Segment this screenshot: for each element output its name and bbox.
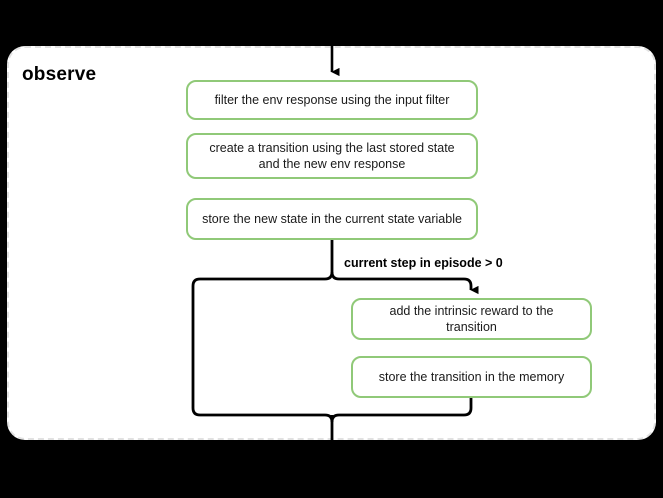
node-add-intrinsic-reward[interactable]: add the intrinsic reward to the transiti…: [351, 298, 592, 340]
node-store-transition-memory[interactable]: store the transition in the memory: [351, 356, 592, 398]
node-filter-env-response[interactable]: filter the env response using the input …: [186, 80, 478, 120]
node-create-transition[interactable]: create a transition using the last store…: [186, 133, 478, 179]
observe-group-title: observe: [22, 64, 97, 85]
node-store-new-state[interactable]: store the new state in the current state…: [186, 198, 478, 240]
edge-label-current-step-condition: current step in episode > 0: [344, 256, 503, 270]
